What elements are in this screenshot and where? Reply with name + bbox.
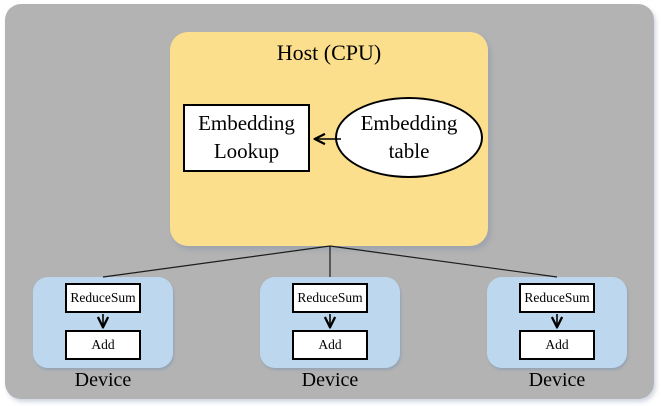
host-title: Host (CPU) [276, 40, 382, 65]
device-group-2: ReduceSum Add [260, 277, 400, 368]
embedding-table-label-line1: Embedding [360, 110, 458, 135]
embedding-lookup-node: Embedding Lookup [183, 104, 310, 172]
reducesum-node: ReduceSum [292, 283, 368, 313]
device-group-3: ReduceSum Add [487, 277, 627, 368]
embedding-table-label-line2: table [388, 138, 430, 163]
reducesum-node: ReduceSum [519, 283, 595, 313]
add-node: Add [519, 330, 595, 360]
embedding-lookup-label-line2: Lookup [213, 139, 280, 163]
device-label-1: Device [74, 369, 132, 391]
add-node: Add [292, 330, 368, 360]
add-node: Add [65, 330, 141, 360]
device-label-2: Device [301, 369, 359, 391]
device-label-3: Device [528, 369, 586, 391]
embedding-lookup-label-line1: Embedding [198, 111, 295, 136]
reducesum-node: ReduceSum [65, 283, 141, 313]
embedding-table-node: Embedding table [335, 97, 483, 178]
device-group-1: ReduceSum Add [33, 277, 173, 368]
